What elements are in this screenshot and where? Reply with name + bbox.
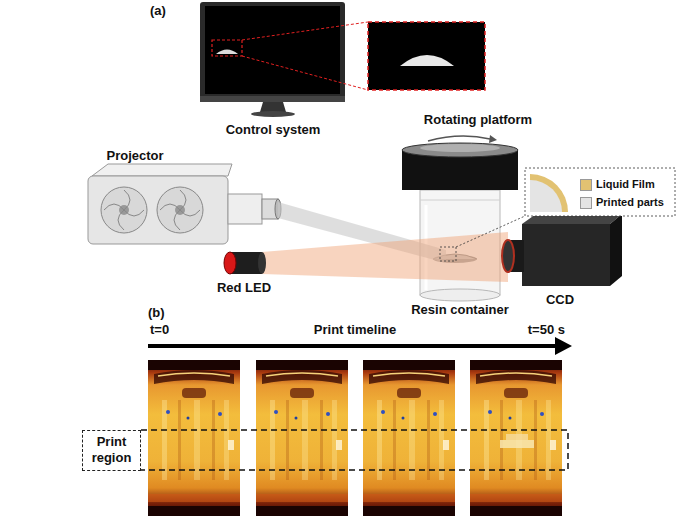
text-label: (b) [148, 305, 165, 321]
zoom-callout [440, 168, 675, 261]
text-label: Projector [106, 148, 163, 164]
text-label: t=0 [150, 322, 169, 338]
legend-swatch [580, 179, 592, 191]
text-label: Rotating platform [424, 112, 532, 128]
text-label: t=50 s [528, 322, 565, 338]
text-label: Control system [226, 122, 321, 138]
region-label: Print region [87, 434, 136, 465]
text-label: Red LED [217, 280, 271, 296]
print-region-outline [141, 430, 568, 470]
projector [88, 164, 281, 244]
rotating-platform [402, 135, 518, 190]
text-label: Resin container [411, 302, 509, 318]
text-label: (a) [150, 3, 166, 19]
text-label: Print timeline [314, 322, 396, 338]
legend-swatch [580, 197, 592, 209]
red-light-beam [262, 232, 508, 282]
legend-row: Liquid Film [580, 178, 655, 191]
red-led [224, 252, 266, 274]
image-frames [148, 360, 562, 516]
region-box: Print region [82, 430, 141, 471]
ccd-camera [502, 214, 622, 286]
legend-row: Printed parts [580, 196, 664, 209]
legend-text: Printed parts [596, 196, 664, 209]
monitor [200, 2, 485, 117]
timeline-arrow [148, 337, 572, 355]
text-label: CCD [546, 292, 574, 308]
legend-text: Liquid Film [596, 178, 655, 191]
